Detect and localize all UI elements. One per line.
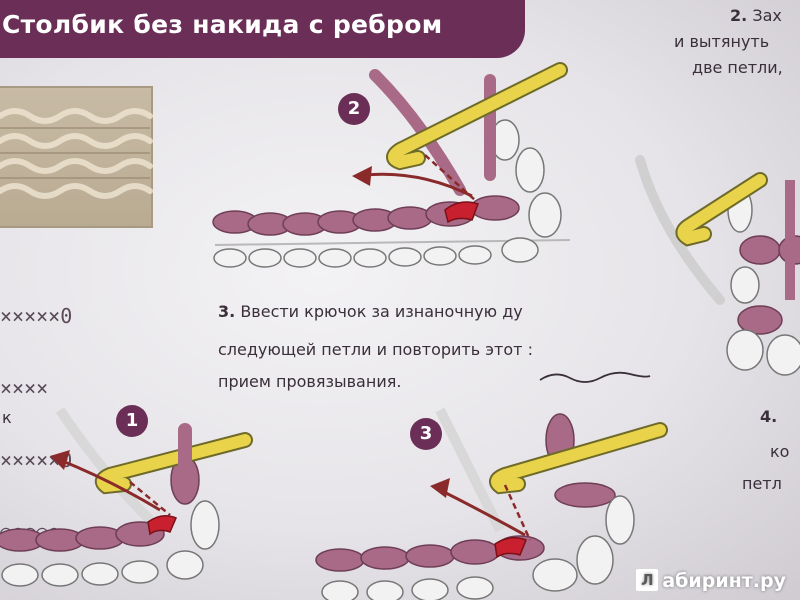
page-title: Столбик без накида с ребром [2,10,443,39]
step-2-text: 2. Зах [730,4,782,27]
step-3-number: 3. [218,302,236,321]
legend-row: ×××× [0,376,49,400]
left-text-fragment: к [2,408,12,427]
step-4-line-3: петл [742,474,782,493]
step-badge-3: 3 [410,418,442,450]
illustration-step-2-right [635,155,800,376]
illustration-step-2 [212,62,571,268]
step-3-line-2: следующей петли и повторить этот : [218,340,533,359]
step-3-line-3: прием провязывания. [218,372,402,391]
step-4-number: 4. [760,407,778,426]
step-2-line-2: и вытянуть [674,32,770,51]
step-badge-1: 1 [116,405,148,437]
illustration-step-1 [0,407,253,587]
step-3-line-1: 3. Ввести крючок за изнаночную ду [218,302,523,321]
watermark-text: абиринт.ру [662,570,786,592]
header-band [0,0,525,58]
knit-texture-image [0,108,153,199]
sample-photo [0,86,153,228]
step-4-line-2: ко [770,442,790,461]
labirint-book-icon: Л [636,569,659,591]
yarn-squiggle-icon [539,371,651,383]
step-badge-2: 2 [338,93,370,125]
step-2-number: 2. [730,6,748,25]
illustration-step-3 [315,407,668,600]
step-2-line-1: Зах [752,6,782,25]
step-2-line-3: две петли, [692,58,783,77]
legend-row: ×××××0 [0,304,73,328]
